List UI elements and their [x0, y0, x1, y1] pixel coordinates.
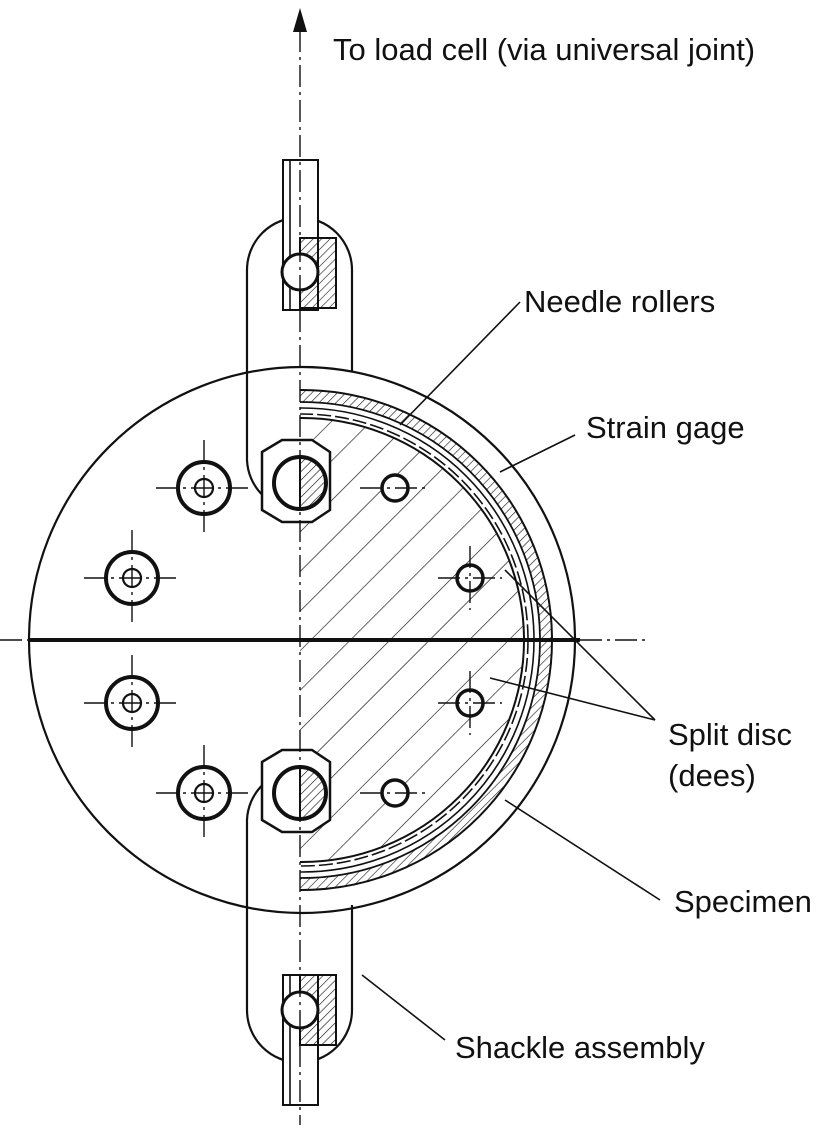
loading-pin-bottom: [260, 748, 332, 834]
dee-hole: [438, 671, 502, 735]
leader-specimen: [504, 799, 661, 901]
bolt-holes-left: [84, 440, 252, 841]
dee-hole: [360, 778, 430, 808]
label-specimen: Specimen: [674, 884, 812, 919]
label-split-disc: Split disc: [668, 717, 792, 752]
bolt-hole: [156, 745, 252, 841]
leader-lines: [361, 301, 661, 1041]
bolt-hole: [84, 655, 180, 751]
leader-split-disc-a: [504, 569, 656, 721]
label-load-cell: To load cell (via universal joint): [333, 32, 755, 67]
leader-needle-rollers: [399, 301, 521, 426]
bolt-hole: [156, 440, 252, 536]
load-arrow-icon: [293, 8, 307, 32]
label-needle-rollers: Needle rollers: [524, 284, 715, 319]
loading-pin-top: [260, 438, 332, 524]
label-shackle-assembly: Shackle assembly: [455, 1030, 705, 1065]
leader-shackle: [361, 974, 446, 1041]
dee-hole: [438, 546, 502, 610]
leader-split-disc-b: [489, 677, 656, 721]
labels: To load cell (via universal joint) Needl…: [333, 32, 812, 1065]
leader-strain-gage: [499, 434, 576, 473]
label-strain-gage: Strain gage: [586, 410, 745, 445]
bolt-holes-right: [360, 473, 502, 808]
dee-hole: [360, 473, 430, 503]
bolt-hole: [84, 530, 180, 626]
label-dees: (dees): [668, 758, 756, 793]
load-axis: [293, 8, 307, 1125]
